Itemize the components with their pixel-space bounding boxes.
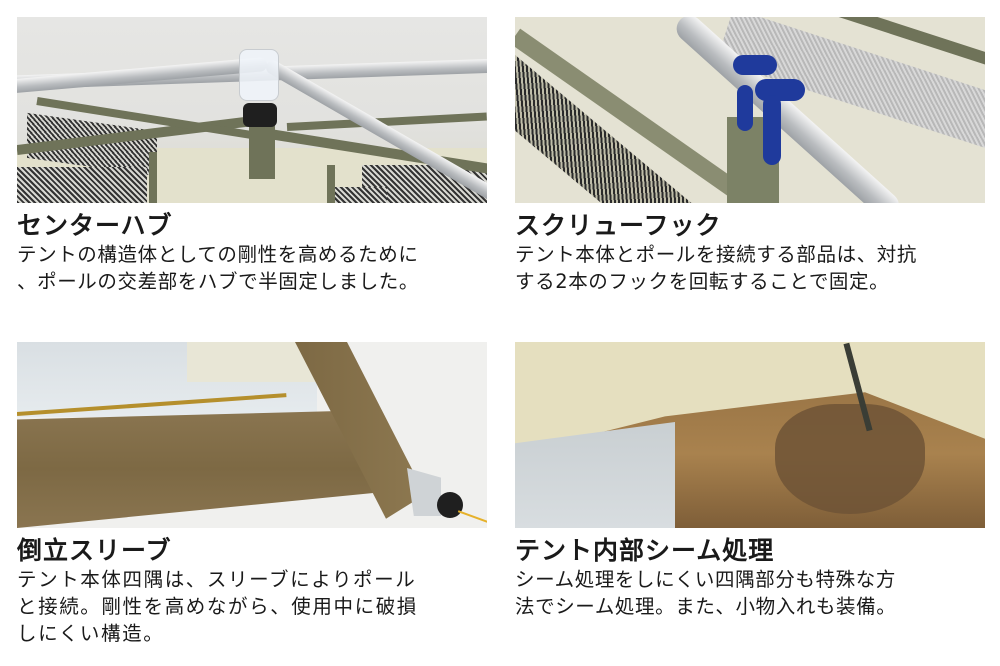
feature-title: センターハブ — [17, 211, 173, 240]
feature-title: 倒立スリーブ — [17, 536, 172, 565]
feature-description: テント本体とポールを接続する部品は、対抗 する2本のフックを回転することで固定。 — [515, 241, 985, 295]
screw-hook — [763, 95, 781, 165]
mesh-panel — [515, 53, 713, 203]
pole-tip-cap — [437, 492, 463, 518]
description-line: しにくい構造。 — [17, 622, 165, 645]
guy-cord — [457, 510, 487, 526]
feature-title: スクリューフック — [515, 211, 722, 240]
mesh-panel — [17, 167, 147, 203]
description-line: 、ポールの交差部をハブで半固定しました。 — [17, 270, 420, 293]
buckle — [243, 103, 277, 127]
feature-card-inverted-sleeve: 倒立スリーブ テント本体四隅は、スリーブによりポール と接続。剛性を高めながら、… — [17, 342, 487, 647]
screw-hook — [737, 85, 753, 131]
description-line: テント本体四隅は、スリーブによりポール — [17, 568, 417, 591]
screw-hook-photo — [515, 17, 985, 203]
mesh-panel — [327, 187, 387, 203]
description-line: と接続。剛性を高めながら、使用中に破損 — [17, 595, 418, 618]
center-hub-photo — [17, 17, 487, 203]
tent-panel — [187, 342, 317, 382]
description-line: する2本のフックを回転することで固定。 — [515, 270, 890, 293]
feature-card-center-hub: センターハブ テントの構造体としての剛性を高めるために 、ポールの交差部をハブで… — [17, 17, 487, 295]
feature-title: テント内部シーム処理 — [515, 536, 775, 565]
pocket — [775, 404, 925, 514]
screw-hook — [755, 79, 805, 101]
storage-pocket — [515, 422, 675, 528]
webbing-strap — [327, 165, 335, 203]
webbing-strap — [149, 152, 157, 203]
inner-seam-photo — [515, 342, 985, 528]
feature-description: テント本体四隅は、スリーブによりポール と接続。剛性を高めながら、使用中に破損 … — [17, 566, 487, 647]
reinforcement-patch — [407, 468, 441, 516]
description-line: シーム処理をしにくい四隅部分も特殊な方 — [515, 568, 896, 591]
sleeve-floor — [17, 410, 377, 528]
description-line: テントの構造体としての剛性を高めるために — [17, 243, 419, 266]
inverted-sleeve-photo — [17, 342, 487, 528]
description-line: テント本体とポールを接続する部品は、対抗 — [515, 243, 918, 266]
screw-hook — [733, 55, 777, 75]
description-line: 法でシーム処理。また、小物入れも装備。 — [515, 595, 897, 618]
center-hub-connector — [239, 49, 279, 101]
feature-description: シーム処理をしにくい四隅部分も特殊な方 法でシーム処理。また、小物入れも装備。 — [515, 566, 985, 620]
feature-card-screw-hook: スクリューフック テント本体とポールを接続する部品は、対抗 する2本のフックを回… — [515, 17, 985, 295]
feature-card-inner-seam: テント内部シーム処理 シーム処理をしにくい四隅部分も特殊な方 法でシーム処理。ま… — [515, 342, 985, 620]
feature-description: テントの構造体としての剛性を高めるために 、ポールの交差部をハブで半固定しました… — [17, 241, 487, 295]
